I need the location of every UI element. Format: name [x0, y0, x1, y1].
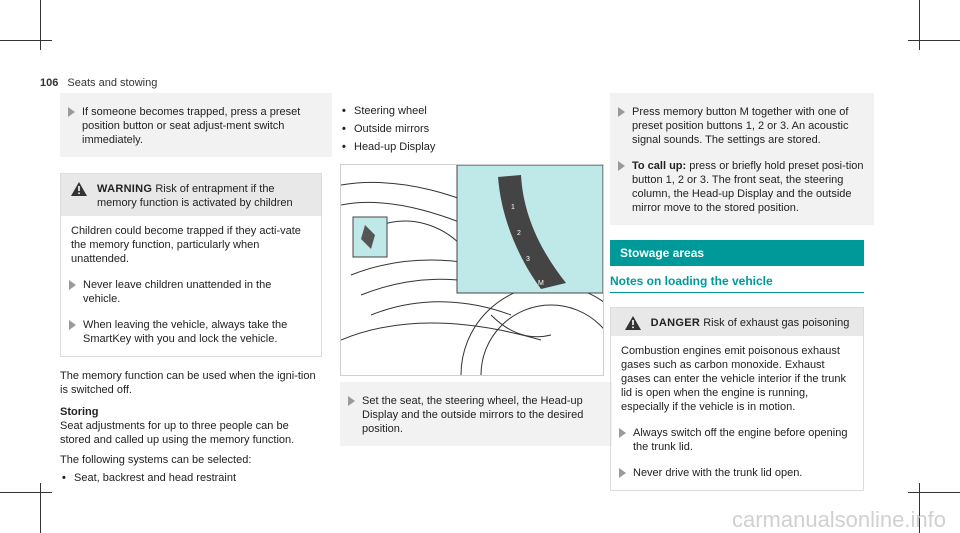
arrow-icon [618, 107, 625, 117]
crop-mark [0, 492, 52, 493]
crop-mark [908, 492, 960, 493]
page-title: Seats and stowing [67, 77, 158, 89]
memory-button-3: 3 [526, 256, 530, 263]
memory-button-1: 1 [511, 204, 515, 211]
warning-triangle-icon [624, 316, 641, 330]
danger-box: DANGER Risk of exhaust gas poisoning Com… [610, 307, 864, 491]
step-text: If someone becomes trapped, press a pres… [82, 106, 301, 146]
warning-box: WARNING Risk of entrapment if the memory… [60, 173, 322, 357]
warning-title-text: Risk of entrapment if the memory functio… [97, 183, 293, 209]
step-body: press or briefly hold preset posi-tion b… [632, 160, 864, 214]
warning-body-text: Children could become trapped if they ac… [71, 225, 301, 265]
warning-header: WARNING Risk of entrapment if the memory… [61, 174, 321, 216]
body-paragraph: The memory function can be used when the… [60, 370, 316, 396]
column-3: Press memory button M together with one … [610, 93, 874, 491]
column-1: If someone becomes trapped, press a pres… [60, 93, 332, 489]
memory-button-m: M [538, 280, 544, 287]
step: Set the seat, the steering wheel, the He… [340, 394, 602, 436]
arrow-icon [68, 107, 75, 117]
danger-title-text: Risk of exhaust gas poisoning [703, 317, 850, 329]
door-memory-buttons-illustration: 1 2 3 M [340, 164, 604, 376]
list-item-text: Head-up Display [354, 141, 436, 153]
crop-mark [919, 483, 920, 533]
step: To call up: press or briefly hold preset… [610, 159, 864, 215]
step-text: To call up: press or briefly hold preset… [632, 159, 864, 215]
danger-label: DANGER [650, 317, 701, 329]
crop-mark [908, 40, 960, 41]
step: Always switch off the engine before open… [611, 426, 853, 454]
subheading: Notes on loading the vehicle [610, 274, 864, 293]
arrow-icon [619, 468, 626, 478]
list-item: • Seat, backrest and head restraint [60, 471, 322, 485]
section-title: Stowage areas [610, 240, 864, 266]
step-text: Never drive with the trunk lid open. [633, 467, 803, 479]
crop-mark [919, 0, 920, 50]
danger-body: Combustion engines emit poisonous exhaus… [611, 336, 863, 490]
system-list: • Steering wheel • Outside mirrors • Hea… [340, 93, 602, 154]
warning-triangle-icon [71, 182, 87, 196]
crop-mark [40, 0, 41, 50]
arrow-icon [69, 320, 76, 330]
arrow-icon [619, 428, 626, 438]
bullet-icon: • [342, 105, 346, 117]
instruction-box: Press memory button M together with one … [610, 93, 874, 225]
arrow-icon [69, 280, 76, 290]
step-label: To call up: [632, 160, 687, 172]
warning-body: Children could become trapped if they ac… [61, 216, 321, 356]
bullet-icon: • [342, 123, 346, 135]
list-item: • Outside mirrors [340, 122, 602, 136]
crop-mark [0, 40, 52, 41]
page-header: 106 Seats and stowing [40, 76, 157, 90]
step-text: Set the seat, the steering wheel, the He… [362, 395, 584, 435]
instruction-box: If someone becomes trapped, press a pres… [60, 93, 332, 157]
arrow-icon [348, 396, 355, 406]
step: Never leave children unattended in the v… [61, 278, 311, 306]
crop-mark [40, 483, 41, 533]
step: If someone becomes trapped, press a pres… [60, 105, 322, 147]
bullet-icon: • [62, 472, 66, 484]
step-text: When leaving the vehicle, always take th… [83, 319, 288, 345]
following-paragraph: The following systems can be selected: [60, 454, 252, 466]
list-item-text: Steering wheel [354, 105, 427, 117]
memory-button-2: 2 [517, 230, 521, 237]
step: Never drive with the trunk lid open. [611, 466, 853, 480]
step: Press memory button M together with one … [610, 105, 864, 147]
storing-heading: Storing [60, 406, 99, 418]
bullet-icon: • [342, 141, 346, 153]
instruction-box: Set the seat, the steering wheel, the He… [340, 382, 612, 446]
danger-header: DANGER Risk of exhaust gas poisoning [611, 308, 863, 336]
list-item: • Head-up Display [340, 140, 602, 154]
column-2: • Steering wheel • Outside mirrors • Hea… [340, 93, 612, 446]
danger-body-text: Combustion engines emit poisonous exhaus… [621, 345, 847, 413]
arrow-icon [618, 161, 625, 171]
step-text: Press memory button M together with one … [632, 106, 849, 146]
storing-paragraph: Seat adjustments for up to three people … [60, 420, 295, 446]
list-item: • Steering wheel [340, 104, 602, 118]
step: When leaving the vehicle, always take th… [61, 318, 311, 346]
list-item-text: Seat, backrest and head restraint [74, 472, 237, 484]
page-number: 106 [40, 77, 59, 89]
step-text: Never leave children unattended in the v… [83, 279, 272, 305]
watermark: carmanualsonline.info [731, 507, 946, 532]
list-item-text: Outside mirrors [354, 123, 430, 135]
step-text: Always switch off the engine before open… [633, 427, 848, 453]
warning-label: WARNING [97, 183, 153, 195]
